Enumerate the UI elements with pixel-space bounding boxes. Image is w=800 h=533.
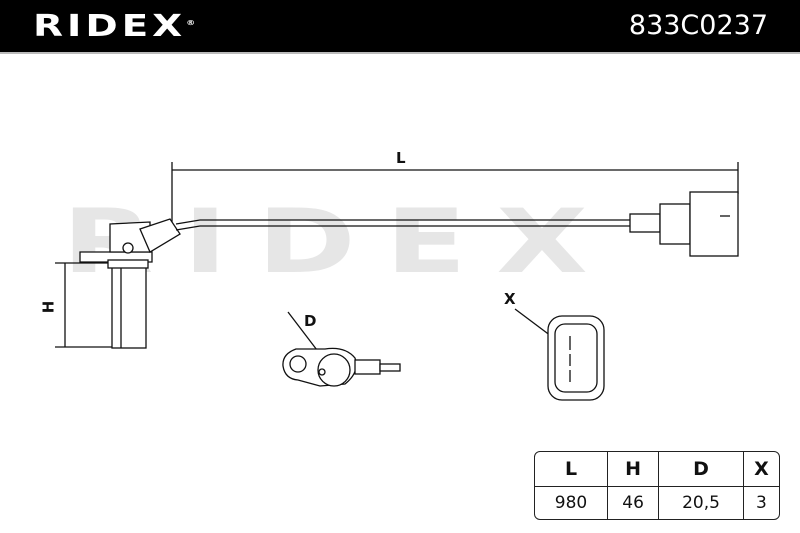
value-D: 20,5 — [658, 486, 744, 519]
view-label-D: D — [304, 312, 317, 330]
dimension-table: L H D X 980 46 20,5 3 — [534, 451, 780, 520]
value-L: 980 — [535, 486, 609, 519]
table-row: 980 46 20,5 3 — [535, 486, 779, 519]
sensor-side-view — [79, 218, 181, 349]
view-D-drawing — [282, 311, 401, 387]
connector-side-view — [629, 191, 739, 257]
dim-label-L: L — [396, 149, 406, 167]
dim-label-H: H — [39, 300, 58, 314]
technical-drawing — [55, 162, 739, 401]
header-X: X — [742, 452, 779, 488]
header-bar: RIDEX® 833C0237 — [0, 0, 800, 54]
view-label-X: X — [504, 290, 516, 308]
cable — [175, 219, 630, 225]
view-X-drawing — [514, 308, 605, 401]
table-header-row: L H D X — [535, 452, 779, 488]
header-D: D — [658, 452, 744, 488]
part-number: 833C0237 — [628, 10, 768, 41]
value-H: 46 — [607, 486, 660, 519]
header-H: H — [607, 452, 660, 488]
header-L: L — [535, 452, 609, 488]
value-X: 3 — [742, 486, 779, 519]
brand-logo: RIDEX® — [33, 9, 196, 44]
